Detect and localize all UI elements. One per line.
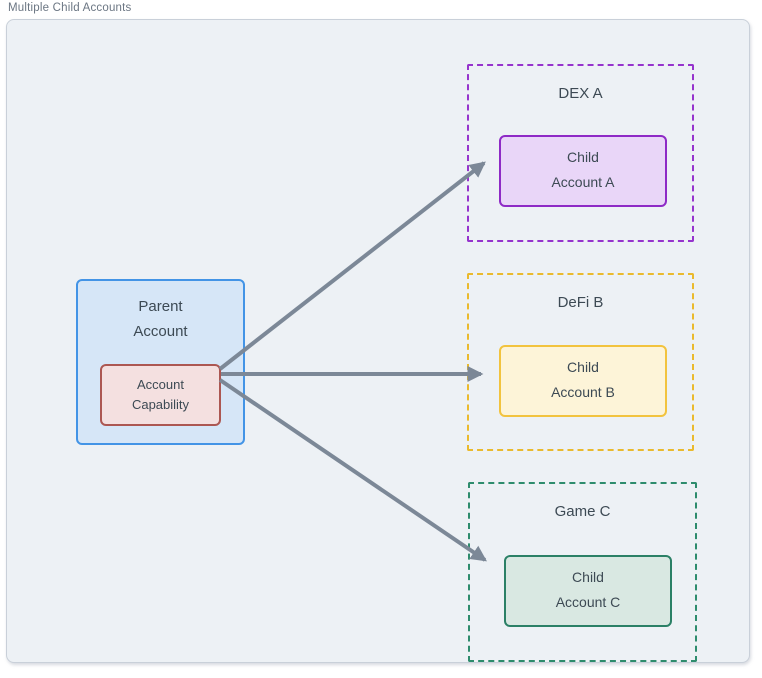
diagram-title: Multiple Child Accounts (8, 2, 132, 14)
group-game-c: Game C Child Account C (468, 482, 697, 662)
diagram-canvas: Parent Account Account Capability DEX A … (6, 19, 750, 663)
group-defi-b-label: DeFi B (557, 294, 604, 311)
group-dex-a: DEX A Child Account A (467, 64, 694, 242)
node-child-account-c: Child Account C (504, 555, 672, 627)
label-line-1: Parent (138, 298, 183, 315)
label-line-2: Account C (555, 594, 621, 610)
label-line-2: Account A (551, 174, 615, 190)
parent-account-label: Parent Account (78, 294, 243, 344)
label-line-2: Account (133, 323, 188, 340)
group-game-c-label: Game C (554, 503, 611, 520)
label-line-1: Child (567, 149, 599, 165)
label-line-1: Child (567, 359, 599, 375)
label-line-2: Capability (131, 397, 190, 412)
node-child-account-b: Child Account B (499, 345, 667, 417)
label-line-1: Account (137, 377, 184, 392)
label-line-2: Account B (551, 384, 615, 400)
group-dex-a-label: DEX A (558, 85, 603, 102)
label-line-1: Child (572, 569, 604, 585)
node-child-account-a: Child Account A (499, 135, 667, 207)
group-defi-b: DeFi B Child Account B (467, 273, 694, 451)
node-account-capability: Account Capability (100, 364, 221, 426)
node-parent-account: Parent Account Account Capability (76, 279, 245, 445)
